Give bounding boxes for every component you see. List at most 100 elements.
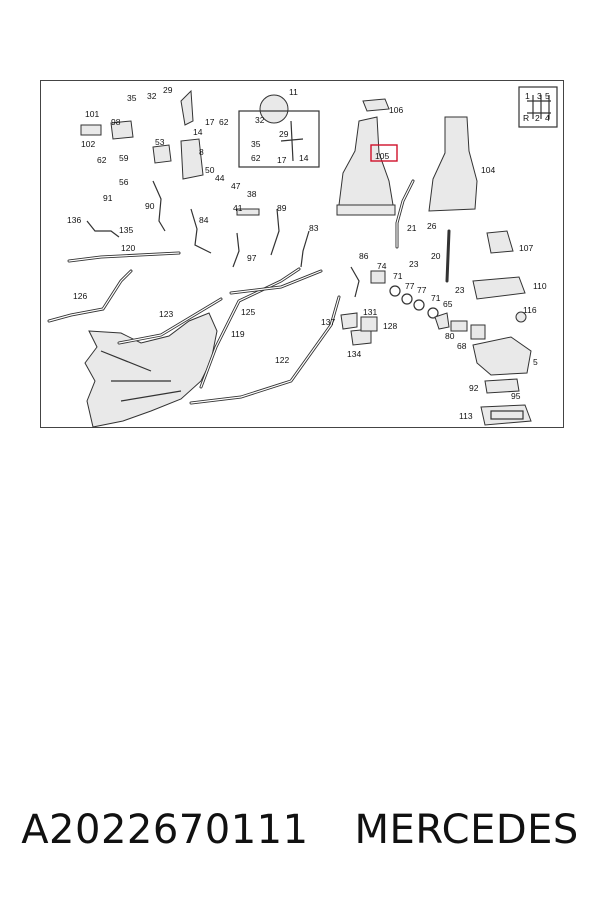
callout-98: 98 bbox=[111, 117, 121, 127]
callout-38: 38 bbox=[247, 189, 257, 199]
callout-107: 107 bbox=[519, 243, 533, 253]
brand-name: MERCEDES bbox=[354, 807, 579, 853]
callout-26: 26 bbox=[427, 221, 437, 231]
part-86 bbox=[350, 266, 360, 298]
gear-2: 2 bbox=[535, 113, 540, 123]
footer: A2022670111 MERCEDES bbox=[0, 800, 600, 860]
gear-pattern-box bbox=[518, 86, 558, 128]
knob-11 bbox=[259, 94, 289, 124]
callout-32: 32 bbox=[255, 115, 265, 125]
callout-14: 14 bbox=[299, 153, 309, 163]
callout-101: 101 bbox=[85, 109, 99, 119]
part-135 bbox=[86, 220, 120, 238]
callout-44: 44 bbox=[215, 173, 225, 183]
callout-53: 53 bbox=[155, 137, 165, 147]
callout-11: 11 bbox=[289, 87, 298, 97]
callout-65: 65 bbox=[443, 299, 453, 309]
callout-5: 5 bbox=[533, 357, 538, 367]
callout-122: 122 bbox=[275, 355, 289, 365]
transmission-housing bbox=[84, 312, 218, 428]
callout-17: 17 bbox=[277, 155, 287, 165]
callout-89: 89 bbox=[277, 203, 287, 213]
highlight-box bbox=[370, 144, 398, 162]
callout-119: 119 bbox=[231, 329, 245, 339]
callout-32: 32 bbox=[147, 91, 157, 101]
callout-62: 62 bbox=[219, 117, 229, 127]
callout-14: 14 bbox=[193, 127, 203, 137]
shift-boot-104 bbox=[428, 116, 478, 212]
callout-134: 134 bbox=[347, 349, 361, 359]
callout-17: 17 bbox=[205, 117, 215, 127]
callout-35: 35 bbox=[251, 139, 261, 149]
gasket-113 bbox=[480, 404, 532, 426]
housing-5 bbox=[472, 336, 532, 376]
part-137 bbox=[340, 312, 358, 330]
inset-box bbox=[238, 110, 320, 168]
lever-84 bbox=[190, 208, 212, 254]
callout-136: 136 bbox=[67, 215, 81, 225]
callout-105: 105 bbox=[375, 151, 389, 161]
callout-23: 23 bbox=[409, 259, 419, 269]
callout-95: 95 bbox=[511, 391, 521, 401]
part-98 bbox=[110, 120, 134, 140]
callout-104: 104 bbox=[481, 165, 495, 175]
lever-8 bbox=[180, 138, 204, 180]
callout-50: 50 bbox=[205, 165, 215, 175]
callout-62: 62 bbox=[251, 153, 261, 163]
callout-80: 80 bbox=[445, 331, 455, 341]
callout-137: 137 bbox=[321, 317, 335, 327]
callout-128: 128 bbox=[383, 321, 397, 331]
part-53 bbox=[152, 144, 172, 164]
callout-92: 92 bbox=[469, 383, 479, 393]
bolt-116 bbox=[515, 311, 527, 323]
callout-47: 47 bbox=[231, 181, 241, 191]
part-65 bbox=[434, 312, 450, 330]
part-128 bbox=[360, 316, 378, 332]
callout-71: 71 bbox=[431, 293, 441, 303]
callout-90: 90 bbox=[145, 201, 155, 211]
callout-91: 91 bbox=[103, 193, 113, 203]
part-101 bbox=[80, 124, 102, 136]
gear-1: 1 bbox=[525, 91, 530, 101]
callout-56: 56 bbox=[119, 177, 129, 187]
callout-113: 113 bbox=[459, 411, 473, 421]
callout-41: 41 bbox=[233, 203, 243, 213]
callout-21: 21 bbox=[407, 223, 417, 233]
callout-23: 23 bbox=[455, 285, 465, 295]
gear-R: R bbox=[523, 113, 529, 123]
bracket-107 bbox=[486, 230, 514, 254]
part-106 bbox=[362, 98, 390, 112]
callout-116: 116 bbox=[523, 305, 537, 315]
callout-20: 20 bbox=[431, 251, 441, 261]
callout-131: 131 bbox=[363, 307, 377, 317]
lever-90 bbox=[152, 180, 166, 232]
rod-126 bbox=[47, 269, 133, 323]
callout-83: 83 bbox=[309, 223, 319, 233]
callout-29: 29 bbox=[163, 85, 173, 95]
callout-123: 123 bbox=[159, 309, 173, 319]
tray-110 bbox=[472, 276, 526, 300]
lever-29 bbox=[180, 89, 194, 126]
callout-62: 62 bbox=[97, 155, 107, 165]
callout-8: 8 bbox=[199, 147, 204, 157]
callout-120: 120 bbox=[121, 243, 135, 253]
callout-125: 125 bbox=[241, 307, 255, 317]
gear-5: 5 bbox=[545, 91, 550, 101]
callout-135: 135 bbox=[119, 225, 133, 235]
callout-86: 86 bbox=[359, 251, 369, 261]
rod-20 bbox=[445, 229, 451, 283]
pin-41 bbox=[236, 208, 260, 216]
part-number: A2022670111 bbox=[21, 807, 309, 853]
gear-4: 4 bbox=[545, 113, 550, 123]
callout-126: 126 bbox=[73, 291, 87, 301]
part-74 bbox=[370, 270, 386, 284]
lever-89 bbox=[270, 208, 280, 256]
callout-77: 77 bbox=[405, 281, 415, 291]
callout-84: 84 bbox=[199, 215, 209, 225]
lever-83 bbox=[300, 230, 310, 268]
callout-110: 110 bbox=[533, 281, 547, 291]
callout-68: 68 bbox=[457, 341, 467, 351]
lever-97 bbox=[232, 232, 240, 268]
